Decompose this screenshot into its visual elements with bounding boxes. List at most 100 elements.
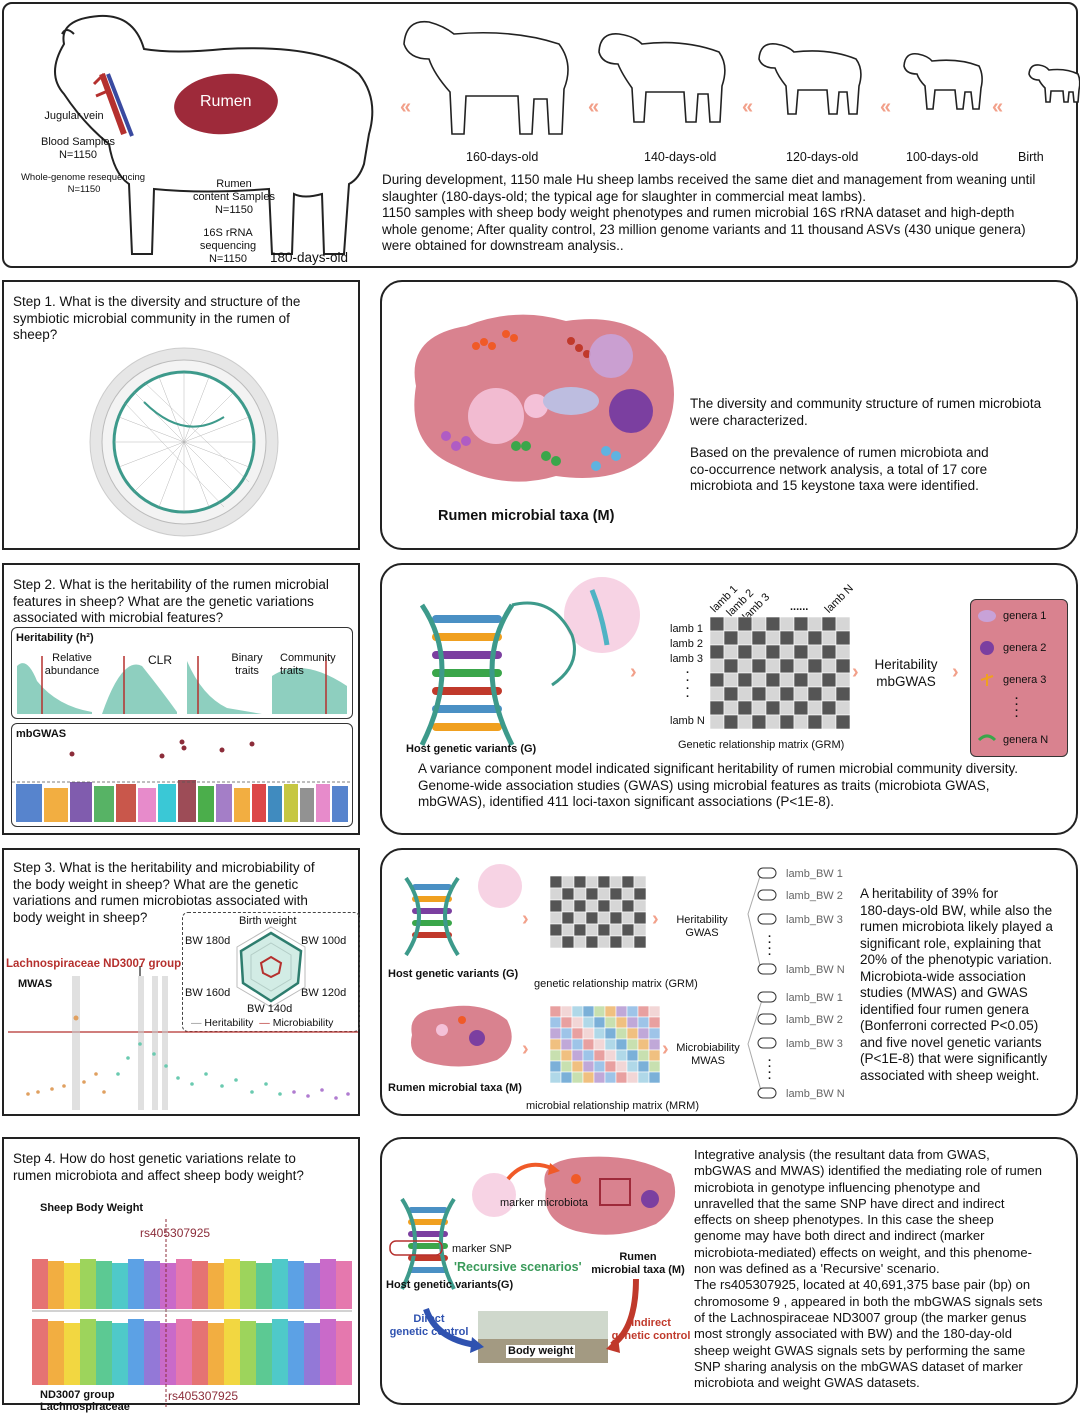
rumen-microbes-illustration	[414, 314, 674, 482]
wgs-label: Whole-genome resequencing	[20, 172, 146, 183]
step1-caption: Rumen microbial taxa (M)	[438, 508, 615, 524]
marker-microbiota-label: marker microbiota	[500, 1197, 589, 1209]
step1-question: Step 1. What is the diversity and struct…	[13, 294, 301, 342]
step4-result-text: Integrative analysis (the resultant data…	[694, 1147, 1043, 1391]
recursive-scenario-illustration	[389, 1156, 676, 1363]
age-label: Birth	[1018, 150, 1044, 164]
grm-checkerboard	[709, 616, 851, 730]
seq16s-n-label: N=1150	[208, 253, 248, 265]
chevron-left-icon: «	[742, 96, 754, 118]
radar-panel: Birth weight BW 100d BW 120d BW 140d BW …	[182, 912, 360, 1032]
age-label: 160-days-old	[466, 150, 539, 164]
rumen-samples-label-1: Rumen	[216, 178, 252, 190]
radar-axis-label: BW 100d	[301, 935, 347, 947]
radar-axis-label: BW 180d	[185, 935, 231, 947]
lamb-col-ellipsis: ......	[790, 601, 809, 613]
chevron-right-icon: ›	[522, 908, 529, 930]
bracket-lines	[747, 869, 763, 1095]
recursive-label: 'Recursive scenarios'	[454, 1260, 582, 1274]
age-180-label: 180-days-old	[270, 250, 349, 265]
radar-axis-label: BW 160d	[185, 987, 231, 999]
step1-result-text: The diversity and community structure of…	[690, 396, 1042, 493]
radar-chart	[236, 926, 306, 1008]
lamb-row-ellipsis: ····	[686, 667, 690, 703]
step3-question: Step 3. What is the heritability and mic…	[13, 860, 315, 925]
rumen-small	[411, 1005, 512, 1067]
microbe-icons	[977, 610, 997, 742]
step1-result-panel: Rumen microbial taxa (M) The diversity a…	[380, 280, 1078, 550]
chevron-left-icon: «	[400, 96, 412, 118]
grm-label: genetic relationship matrix (GRM)	[534, 978, 698, 990]
chevron-left-icon: «	[880, 96, 892, 118]
step3-result-panel: Host genetic variants (G) Rumen microbia…	[380, 848, 1078, 1116]
lamb-bw-ellipsis: ····	[768, 1055, 772, 1085]
lamb-bw-list: lamb_BW 1 lamb_BW 2 lamb_BW 3 ···· lamb_…	[754, 864, 864, 1114]
lamb-row-label: lamb N	[670, 715, 705, 727]
radar-axis-label: BW 140d	[247, 1003, 293, 1015]
chevron-right-icon: ›	[652, 908, 659, 930]
chevron-right-icon: ›	[852, 661, 859, 683]
radar-axis-label: Birth weight	[239, 915, 297, 927]
lamb-bw-label: lamb_BW N	[786, 964, 845, 976]
lach-label-1: Lachnospiraceae	[40, 1401, 130, 1413]
genera-panel: genera 1 genera 2 genera 3 ···· genera N	[970, 599, 1068, 757]
mwas-plot	[8, 966, 358, 1110]
sheep-icon-column	[757, 867, 777, 1099]
snp-label-top: rs405307925	[140, 1226, 211, 1240]
step2-result-text: A variance component model indicated sig…	[418, 761, 1019, 809]
chevron-right-icon: ›	[630, 661, 637, 683]
seq16s-label-2: sequencing	[199, 240, 257, 252]
lamb-bw-label: lamb_BW 2	[786, 1014, 843, 1026]
grm-checkerboard	[549, 875, 647, 949]
chevron-right-icon: ›	[522, 1038, 529, 1060]
step1-question-panel: Step 1. What is the diversity and struct…	[2, 280, 360, 550]
lamb-col-label: lamb N	[822, 582, 856, 616]
lamb-row-label: lamb 2	[670, 638, 704, 650]
step4-question-panel: Step 4. How do host genetic variations r…	[2, 1137, 360, 1413]
age-label: 120-days-old	[786, 150, 859, 164]
overview-panel: Rumen Jugular vein Blood Samples N=1150 …	[2, 2, 1080, 268]
lamb-row-label: lamb 3	[670, 653, 704, 665]
blood-n-label: N=1150	[58, 149, 98, 161]
mbgwas-manhattan-plot	[12, 739, 352, 822]
lamb-bw-label: lamb_BW 3	[786, 1038, 843, 1050]
genera-ellipsis: ····	[1015, 693, 1019, 723]
mwas-title: MWAS	[18, 978, 53, 990]
blood-samples-label: Blood Samples	[41, 136, 115, 148]
lamb-bw-label: lamb_BW N	[786, 1088, 845, 1100]
host-variants-label: Host genetic variants (G)	[388, 968, 519, 980]
radar-legend: — Heritability — Microbiability	[191, 1017, 334, 1029]
dna-helix-small	[404, 864, 522, 957]
host-variants-label: Host genetic variants(G)	[386, 1279, 514, 1291]
step2-result-panel: Host genetic variants (G) › lamb 1 lamb …	[380, 563, 1078, 835]
mrm-colored-matrix	[549, 1005, 661, 1084]
mrm-label: microbial relationship matrix (MRM)	[526, 1100, 699, 1112]
circos-network-plot	[89, 347, 279, 537]
lamb-bw-ellipsis: ····	[768, 931, 772, 961]
lach-label-2: ND3007 group	[40, 1389, 115, 1401]
body-weight-label: Body weight	[506, 1345, 576, 1358]
chevron-left-icon: «	[992, 96, 1004, 118]
panel-clr: CLR	[148, 653, 173, 667]
sheep-adult-illustration	[54, 14, 374, 255]
marker-snp-label: marker SNP	[452, 1243, 512, 1255]
dna-helix-illustration	[419, 577, 640, 747]
overview-description: During development, 1150 male Hu sheep l…	[382, 172, 1036, 253]
age-label: 100-days-old	[906, 150, 979, 164]
jugular-vein-label: Jugular vein	[44, 110, 104, 122]
step3-question-panel: Step 3. What is the heritability and mic…	[2, 848, 360, 1116]
heritability-distributions	[17, 656, 347, 714]
highlight-genus-label: Lachnospiraceae ND3007 group	[6, 958, 182, 970]
lamb-bw-label: lamb_BW 1	[786, 868, 843, 880]
chevron-left-icon: «	[588, 96, 600, 118]
